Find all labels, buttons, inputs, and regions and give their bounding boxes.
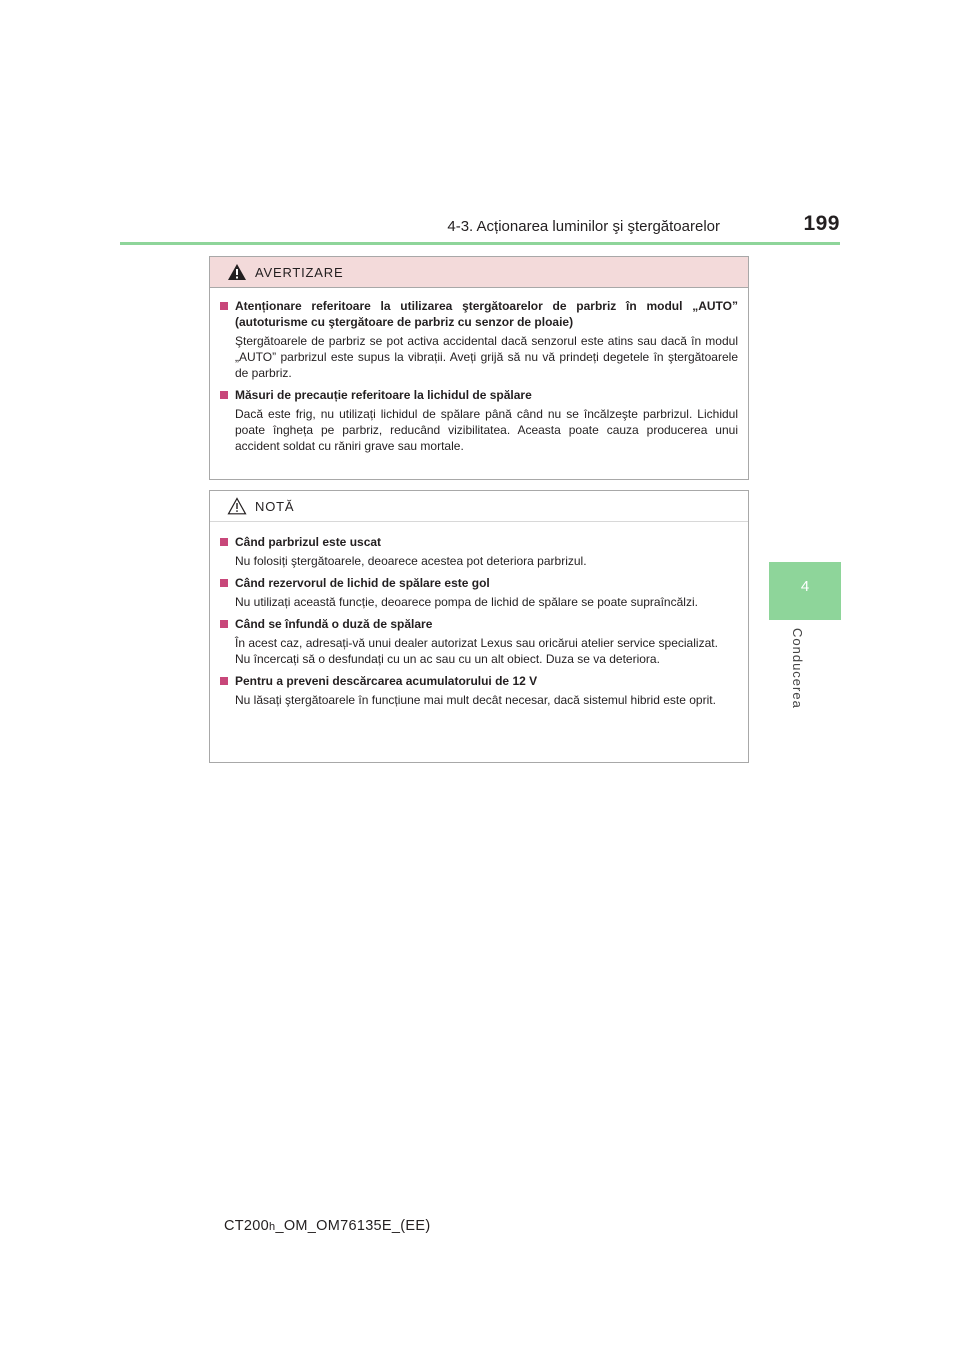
warning-header: AVERTIZARE [210,257,748,288]
note-item: Pentru a preveni descărcarea acumulatoru… [220,673,738,708]
chapter-label: Conducerea [790,628,805,709]
note-item-text: În acest caz, adresați-vă unui dealer au… [235,636,718,650]
note-item: Când parbrizul este uscat Nu folosiți şt… [220,534,738,569]
model-suffix: h [269,1221,276,1233]
note-item-text: Nu utilizați această funcție, deoarece p… [235,595,698,609]
warning-title: AVERTIZARE [255,265,344,280]
warning-box: AVERTIZARE Atenționare referitoare la ut… [209,256,749,480]
note-item-title: Când rezervorul de lichid de spălare est… [220,575,738,591]
caution-triangle-icon [227,497,247,515]
note-item-title: Când parbrizul este uscat [220,534,738,550]
note-item-title: Pentru a preveni descărcarea acumulatoru… [220,673,738,689]
manual-code: _OM_OM76135E_(EE) [275,1218,431,1234]
note-title: NOTĂ [255,499,295,514]
note-item: Când rezervorul de lichid de spălare est… [220,575,738,610]
warning-item-text: Dacă este frig, nu utilizați lichidul de… [235,407,738,453]
note-box: NOTĂ Când parbrizul este uscat Nu folosi… [209,490,749,763]
warning-item-text: Ştergătoarele de parbriz se pot activa a… [235,334,738,380]
note-item-text: Nu folosiți ştergătoarele, deoarece aces… [235,554,587,568]
chapter-tab: 4 [769,562,841,620]
model-prefix: CT200 [224,1218,270,1234]
warning-item: Măsuri de precauție referitoare la lichi… [220,387,738,454]
document-code: CT200h_OM_OM76135E_(EE) [224,1218,430,1234]
note-item-text: Nu încercați să o desfundați cu un ac sa… [235,652,660,666]
note-item-title: Când se înfundă o duză de spălare [220,616,738,632]
note-item: Când se înfundă o duză de spălare În ace… [220,616,738,667]
page-header: 4-3. Acționarea luminilor şi ştergătoare… [120,212,840,245]
warning-item-title: Atenționare referitoare la utilizarea şt… [220,298,738,330]
note-item-text: Nu lăsați ştergătoarele în funcțiune mai… [235,693,716,707]
warning-triangle-icon [228,264,246,280]
page-number: 199 [803,212,840,235]
note-header: NOTĂ [210,491,748,522]
section-title: 4-3. Acționarea luminilor şi ştergătoare… [447,218,720,235]
warning-item-title: Măsuri de precauție referitoare la lichi… [220,387,738,403]
warning-item: Atenționare referitoare la utilizarea şt… [220,298,738,381]
